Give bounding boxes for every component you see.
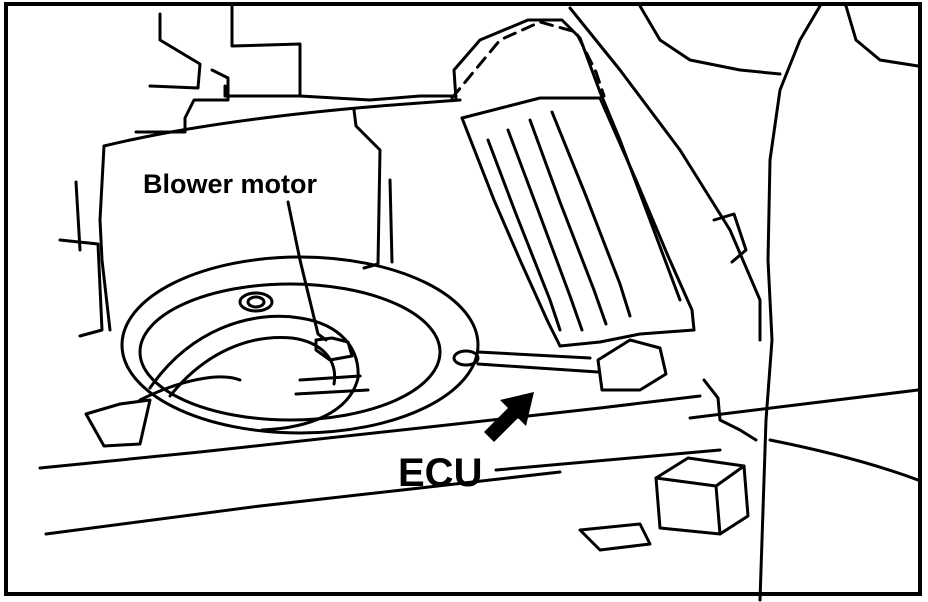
floor-line-right: [688, 388, 920, 420]
engine-bay-line-art: [38, 4, 920, 602]
ecu-strap-hole: [452, 349, 480, 367]
ecu-label: ECU: [398, 451, 482, 495]
left-edge-lower: [74, 180, 82, 252]
ecu-strap: [476, 350, 600, 374]
ecu-box-top: [460, 96, 602, 120]
right-pillar: [758, 4, 822, 602]
ecu-fin-1: [486, 138, 562, 332]
ecu-fin-2: [506, 128, 584, 332]
dashed-duct-outline: [450, 20, 606, 100]
blower-connector: [314, 336, 354, 362]
blower-housing-top: [102, 98, 462, 148]
ecu-fin-3: [528, 118, 608, 326]
floor-line-lower: [44, 470, 562, 536]
ecu-duct-outer: [568, 6, 762, 342]
blower-inner-ring: [138, 282, 442, 422]
ecu-mount-foot: [596, 338, 668, 392]
right-tab: [702, 378, 758, 442]
blower-leader-line: [286, 200, 328, 342]
lower-left-tab: [84, 398, 152, 448]
blower-mount-hole: [238, 291, 274, 313]
ecu-box-base: [558, 328, 696, 348]
blower-mount-hole-inner: [246, 295, 266, 309]
ecu-box-left: [460, 116, 562, 348]
ecu-right-bracket: [712, 212, 748, 264]
lower-right-tab: [578, 522, 652, 552]
upper-panel: [223, 4, 302, 98]
relay-box-edge: [654, 464, 746, 536]
housing-rib-2: [388, 178, 394, 264]
right-upper-arc: [638, 4, 782, 76]
ecu-box-right: [598, 96, 696, 332]
blower-motor-label: Blower motor: [143, 169, 318, 199]
right-lower-curve: [768, 438, 920, 482]
right-corner-top: [844, 4, 920, 68]
upper-bracket: [134, 68, 230, 134]
blower-fan-body: [148, 314, 360, 432]
blower-connector-base: [294, 374, 370, 396]
floor-line-ecu: [494, 448, 722, 472]
upper-bracket-2: [148, 12, 202, 90]
floor-line-upper: [38, 394, 702, 470]
blower-housing-left: [98, 144, 112, 332]
relay-box: [654, 456, 750, 536]
ecu-fin-4: [550, 110, 632, 318]
diagram-frame: [4, 2, 922, 596]
blower-fan-lower: [138, 375, 242, 402]
ecu-pointer-arrow: [484, 392, 534, 442]
top-left-panel-line: [298, 94, 458, 102]
